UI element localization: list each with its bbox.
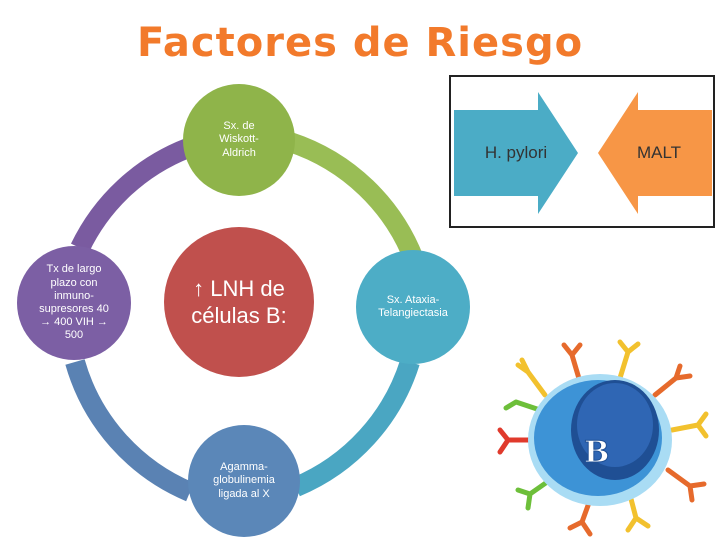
h-pylori-label: H. pylori — [484, 143, 548, 162]
node-agammaglobulinemia-text: Agamma-globulinemia ligada al X — [213, 461, 275, 500]
node-center-lnh-text: ↑ LNH de células B: — [191, 275, 287, 329]
malt-arrow — [598, 92, 712, 214]
arc-top-right — [286, 132, 425, 266]
node-wiskott-aldrich: Sx. de Wiskott-Aldrich — [183, 84, 295, 196]
node-immunosuppressors: Tx de largo plazo con inmuno-supresores … — [17, 246, 131, 360]
arc-bottom-left — [65, 359, 194, 502]
node-ataxia-telangiectasia-text: Sx. Ataxia-Telangiectasia — [378, 293, 448, 319]
node-ataxia-telangiectasia: Sx. Ataxia-Telangiectasia — [356, 250, 470, 364]
arc-right-bottom — [292, 358, 420, 497]
slide-title: Factores de Riesgo — [136, 20, 584, 66]
arc-left-top — [70, 138, 192, 253]
h-pylori-malt-box — [449, 75, 715, 228]
node-agammaglobulinemia: Agamma-globulinemia ligada al X — [188, 425, 300, 537]
malt-label: MALT — [636, 143, 682, 162]
h-pylori-arrow — [454, 92, 578, 214]
b-cell-illustration — [497, 339, 709, 537]
node-wiskott-aldrich-text: Sx. de Wiskott-Aldrich — [219, 120, 259, 159]
b-cell-label: B — [584, 435, 609, 470]
node-immunosuppressors-text: Tx de largo plazo con inmuno-supresores … — [39, 263, 109, 342]
node-center-lnh: ↑ LNH de células B: — [164, 227, 314, 377]
